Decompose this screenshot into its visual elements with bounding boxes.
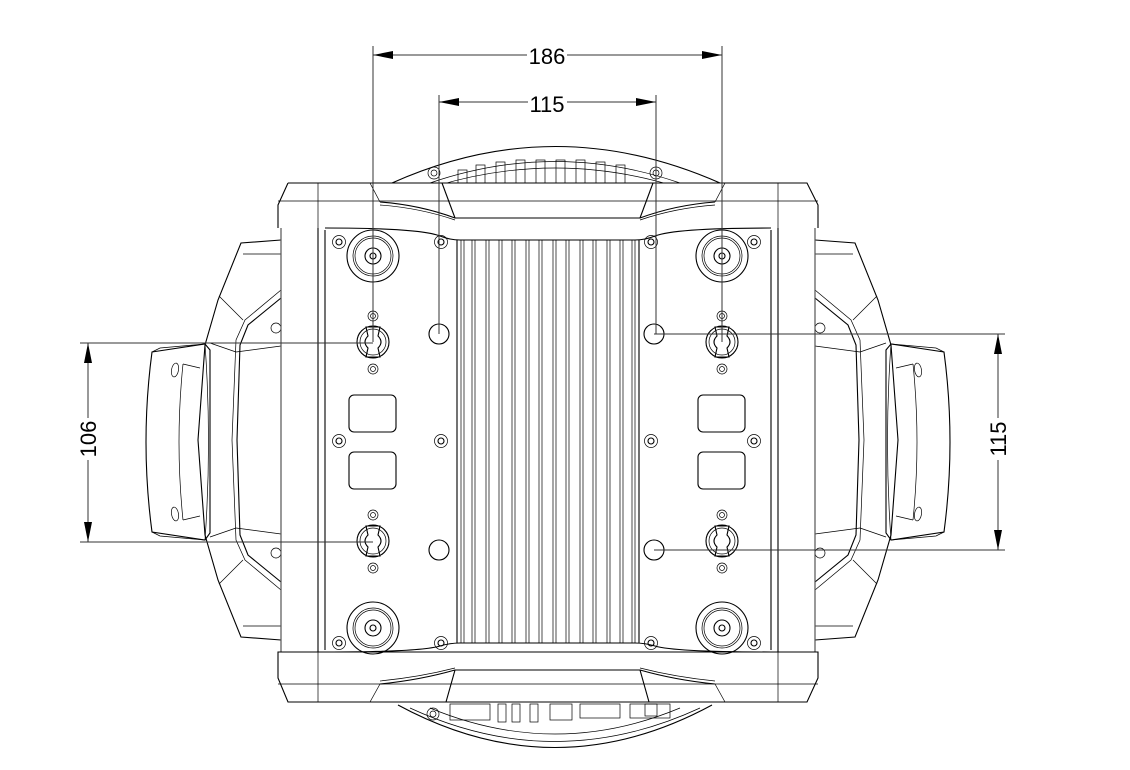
heatsink	[456, 240, 640, 643]
dimension-106: 106	[76, 342, 373, 543]
foot-bottom-right	[695, 601, 749, 655]
dimension-115-top: 115	[438, 92, 657, 334]
top-head-housing	[391, 146, 721, 187]
foot-bottom-left	[346, 601, 400, 655]
top-bumper	[277, 182, 819, 241]
dimension-label-186: 186	[529, 44, 566, 69]
dimension-label-115-right: 115	[986, 421, 1011, 456]
bottom-bumper	[277, 642, 819, 703]
heatsink-fins	[460, 240, 636, 643]
base-plate	[280, 228, 816, 652]
left-handle	[145, 343, 211, 541]
label-panels	[348, 394, 746, 490]
dimension-label-106: 106	[76, 421, 101, 458]
bottom-head-housing	[397, 703, 713, 748]
mount-bottom-left	[356, 524, 390, 558]
right-handle	[885, 343, 951, 541]
dimension-label-115-top: 115	[529, 92, 564, 117]
mount-bottom-right	[705, 524, 739, 558]
top-vent-slots	[457, 159, 626, 185]
right-yoke-arm	[814, 239, 899, 641]
left-yoke-arm	[197, 239, 282, 641]
dimension-186: 186	[372, 44, 723, 342]
dimension-115-right: 115	[654, 333, 1011, 551]
